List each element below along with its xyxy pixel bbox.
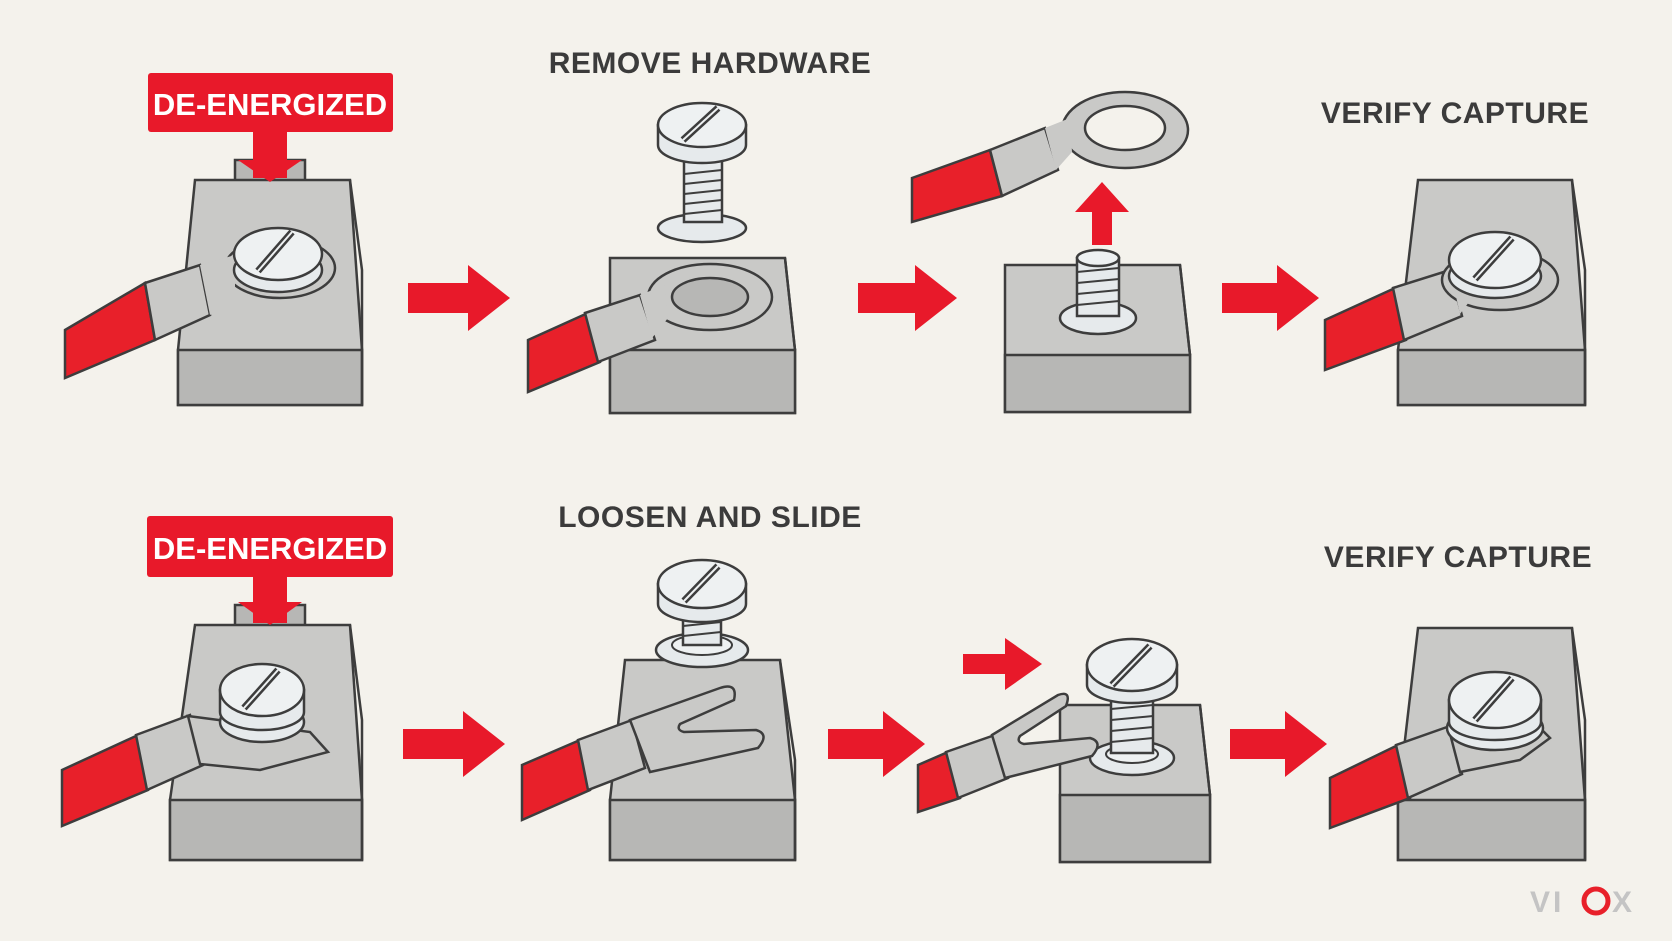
- arrow-up-icon: [1075, 182, 1129, 245]
- step-label-verify-capture: VERIFY CAPTURE: [1324, 541, 1592, 574]
- wire: [60, 733, 150, 828]
- row1-panel4-verify-capture: [1323, 178, 1587, 407]
- row1-panel2-remove-hardware: [526, 101, 797, 415]
- row2-panel1-deenergized: [60, 603, 364, 862]
- arrow-right-icon: [963, 638, 1042, 690]
- arrow-right-icon: [828, 711, 925, 777]
- step-label-remove-hardware: REMOVE HARDWARE: [549, 47, 872, 80]
- logo-o-mark: [1581, 886, 1611, 916]
- step-label-verify-capture: VERIFY CAPTURE: [1321, 97, 1589, 130]
- spade-lug: [628, 685, 765, 774]
- step-label-loosen-and-slide: LOOSEN AND SLIDE: [558, 501, 862, 534]
- arrow-right-icon: [408, 265, 510, 331]
- arrow-right-icon: [858, 265, 957, 331]
- wire: [63, 281, 157, 380]
- row1-panel1-deenergized: [63, 158, 364, 407]
- tag-label: DE-ENERGIZED: [153, 87, 387, 122]
- logo-text-x: X: [1612, 886, 1635, 919]
- arrow-right-icon: [1230, 711, 1327, 777]
- row2-panel2-loosen-and-slide: [520, 558, 797, 862]
- viox-logo: VI X: [1530, 886, 1635, 919]
- logo-text-vi: VI: [1530, 886, 1564, 919]
- spade-lug: [990, 692, 1099, 780]
- row2-panel4-verify-capture: [1328, 626, 1587, 862]
- arrow-right-icon: [1222, 265, 1319, 331]
- tag-label: DE-ENERGIZED: [153, 531, 387, 566]
- tag-deenergized: DE-ENERGIZED: [147, 516, 393, 625]
- wire: [1323, 286, 1408, 372]
- wire: [910, 148, 1004, 224]
- row2-panel3-slide-spade: [916, 637, 1212, 864]
- arrow-right-icon: [403, 711, 505, 777]
- row1-panel3-lift-lug: [910, 90, 1192, 414]
- tag-deenergized: DE-ENERGIZED: [148, 73, 393, 182]
